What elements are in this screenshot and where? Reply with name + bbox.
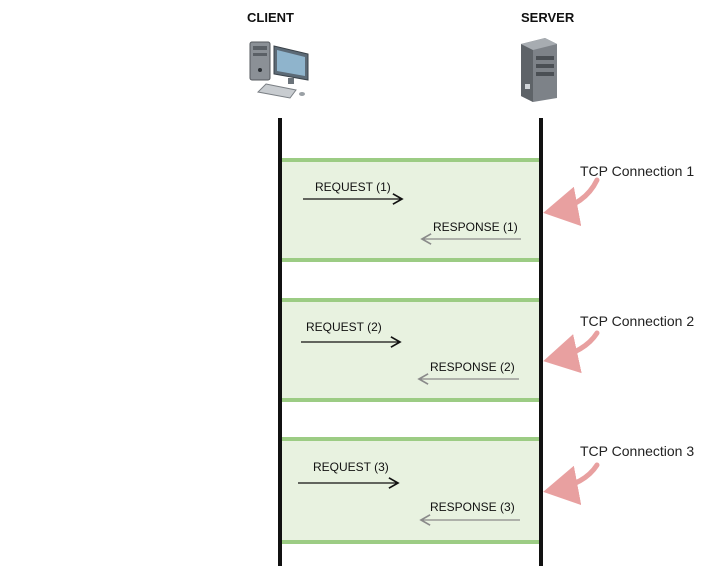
desktop-computer-icon bbox=[244, 40, 314, 105]
request-label-1: REQUEST (1) bbox=[315, 180, 391, 194]
server-label: SERVER bbox=[521, 10, 575, 25]
response-label-3: RESPONSE (3) bbox=[430, 500, 515, 514]
request-label-3: REQUEST (3) bbox=[313, 460, 389, 474]
pointer-arrow-3 bbox=[543, 462, 600, 506]
request-label-2: REQUEST (2) bbox=[306, 320, 382, 334]
response-label-1: RESPONSE (1) bbox=[433, 220, 518, 234]
tcp-connection-label-1: TCP Connection 1 bbox=[580, 163, 695, 179]
tcp-connection-2-box bbox=[282, 298, 539, 402]
response-label-2: RESPONSE (2) bbox=[430, 360, 515, 374]
tcp-connection-3-box bbox=[282, 437, 539, 544]
pointer-arrow-1 bbox=[543, 177, 600, 227]
server-tower-icon bbox=[515, 36, 561, 107]
tcp-connection-label-3: TCP Connection 3 bbox=[580, 443, 695, 459]
client-label: CLIENT bbox=[247, 10, 294, 25]
server-lifeline bbox=[539, 118, 543, 566]
tcp-connection-label-2: TCP Connection 2 bbox=[580, 313, 695, 329]
pointer-arrow-2 bbox=[543, 330, 600, 374]
client-lifeline bbox=[278, 118, 282, 566]
tcp-connection-1-box bbox=[282, 158, 539, 262]
